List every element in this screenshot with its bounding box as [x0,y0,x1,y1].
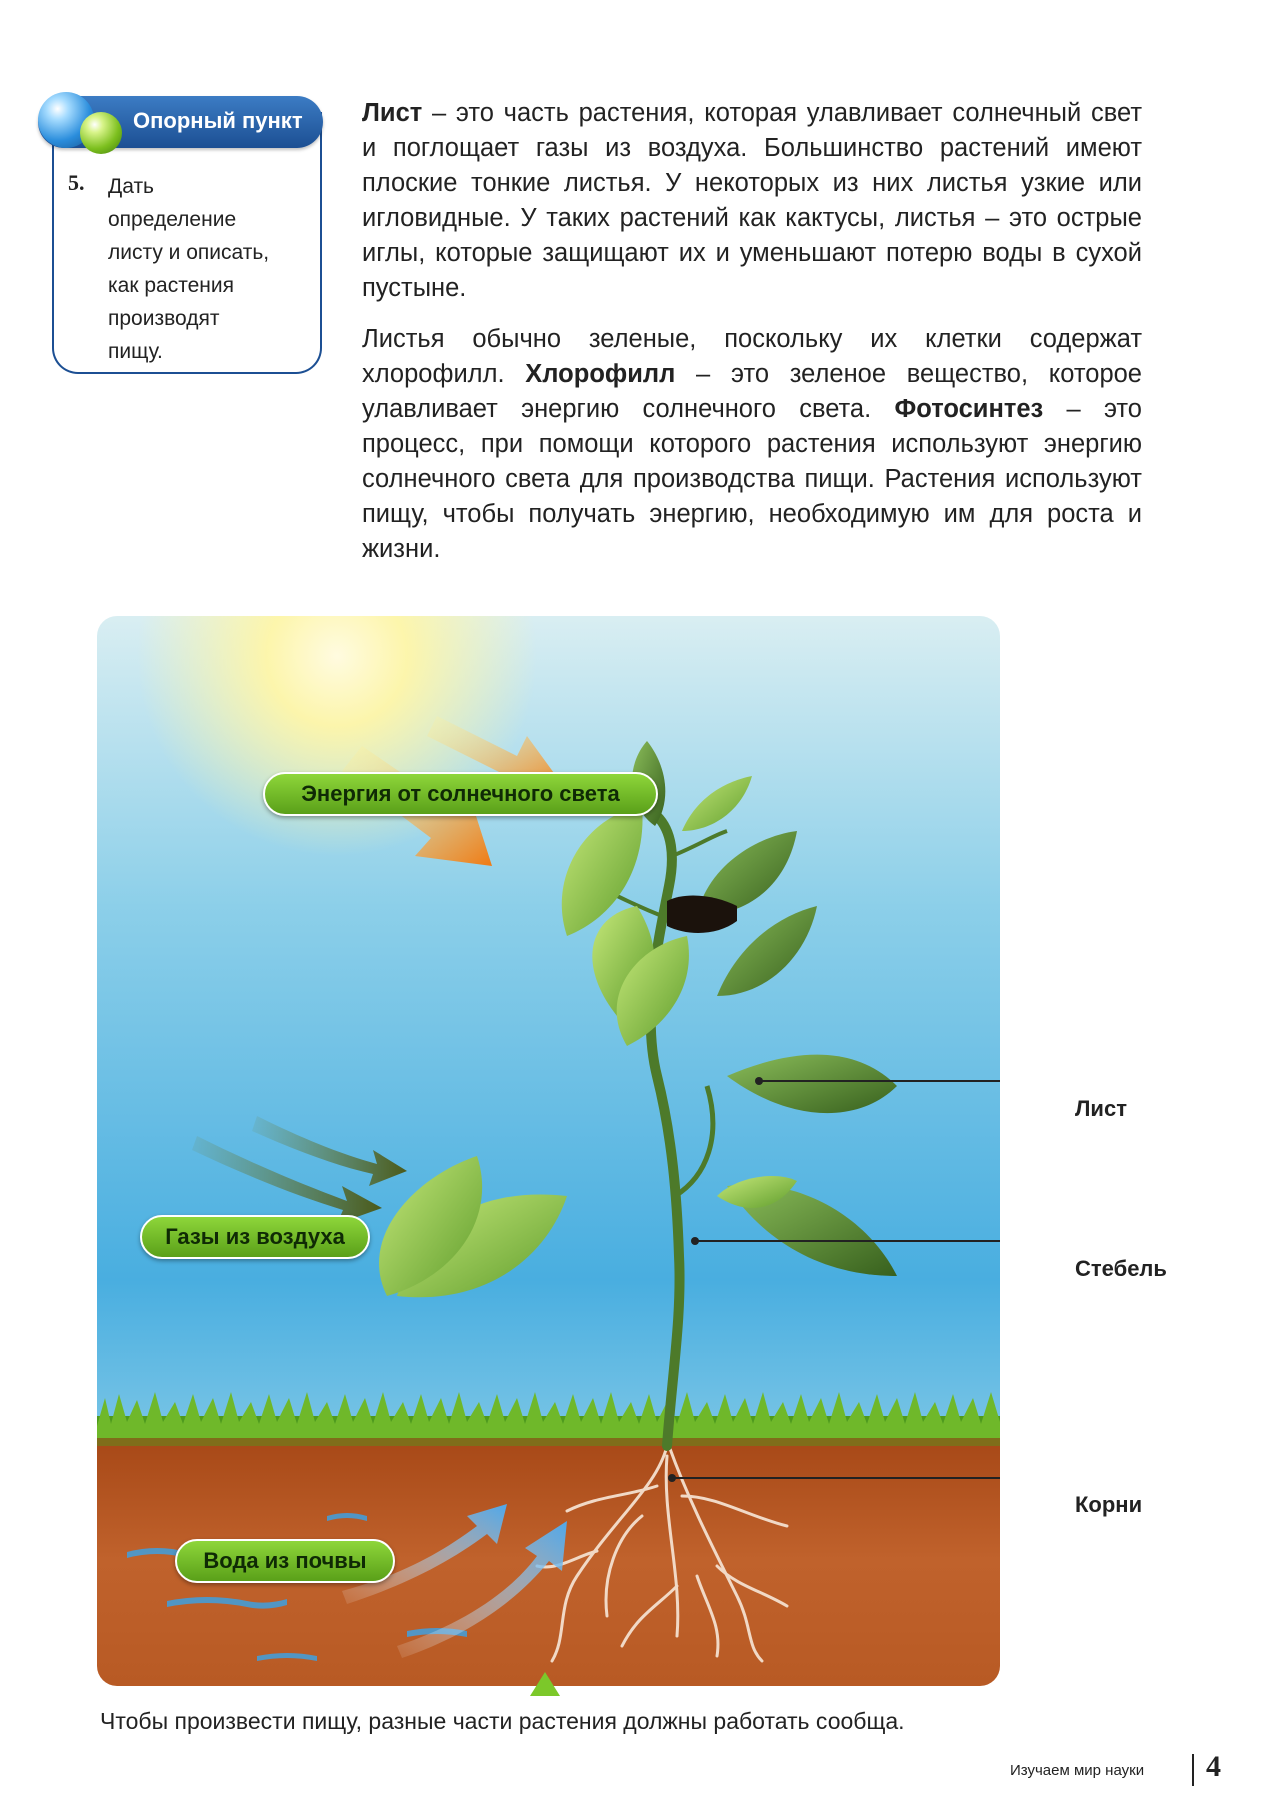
label-roots: Корни [1075,1492,1143,1517]
gas-arrows [192,1116,407,1224]
term-leaf: Лист [362,99,423,127]
plant-scene [97,616,1000,1686]
label-soil-water: Вода из почвы [175,1539,395,1583]
paragraph-text: – это зеленое вещество, которое улавлива… [362,360,1142,423]
key-point-line: как растения [108,274,234,297]
green-ball-icon [80,112,122,154]
leaves [379,741,897,1298]
label-leaf: Лист [1075,1096,1127,1121]
label-stem: Стебель [1075,1256,1167,1281]
grass [97,1392,1000,1446]
key-point-line: пищу. [108,340,163,363]
bud [667,895,737,933]
term-chlorophyll: Хлорофилл [525,360,676,388]
key-point-text: Дать определение листу и описать, как ра… [108,170,303,368]
book-title: Изучаем мир науки [1010,1762,1145,1779]
plant-illustration [97,616,1000,1686]
roots [535,1444,789,1663]
key-point-line: листу и описать, [108,241,270,264]
label-air-gases: Газы из воздуха [140,1215,370,1259]
leaf-labeled [727,1054,897,1114]
paragraph-text: Листья обычно зеленые, поскольку их клет… [362,325,1142,388]
key-point-line: определение [108,208,237,231]
key-point-line: Дать [108,175,154,198]
key-point-number: 5. [68,170,85,195]
triangle-marker-icon [530,1672,560,1696]
stem [645,811,685,1451]
key-point-line: производят [108,307,220,330]
label-sunlight-energy: Энергия от солнечного света [263,772,658,816]
paragraph-leaf-definition: Лист – это часть растения, которая улавл… [362,96,1142,306]
paragraph-text: – это процесс, при помощи которого расте… [362,395,1142,563]
label-pointers [672,1080,1000,1479]
paragraph-text: – это часть растения, которая улавливает… [362,99,1142,302]
footer-divider [1192,1754,1194,1786]
figure-caption: Чтобы произвести пищу, разные части раст… [100,1708,905,1734]
key-point-title: Опорный пункт [133,108,303,133]
key-point-box [52,112,322,374]
paragraph-photosynthesis: Листья обычно зеленые, поскольку их клет… [362,322,1142,567]
term-photosynthesis: Фотосинтез [894,395,1044,423]
page-number: 4 [1206,1750,1221,1783]
